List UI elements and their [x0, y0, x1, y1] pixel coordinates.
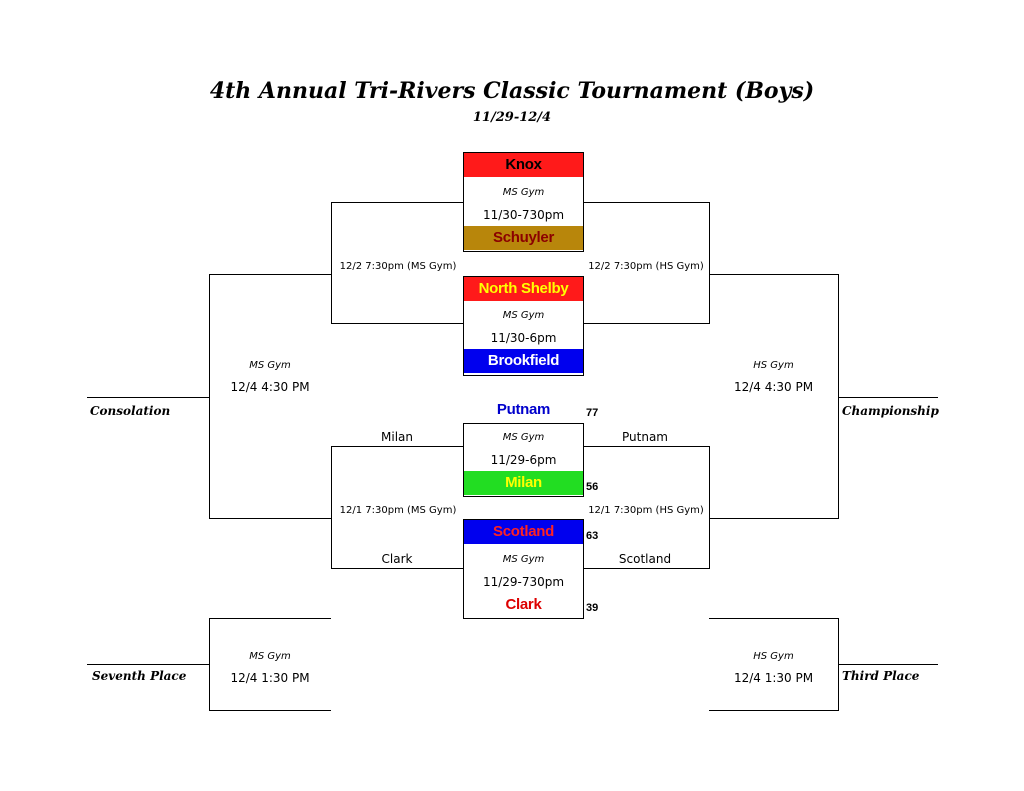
winner-label-milan: Milan	[381, 430, 413, 444]
game-3-time: 11/29-6pm	[490, 453, 557, 467]
game-4-venue: MS Gym	[502, 554, 545, 565]
game-2-time: 11/30-6pm	[490, 331, 557, 345]
championship-venue: HS Gym	[753, 360, 794, 371]
score-scotland: 63	[586, 530, 599, 542]
team-clark: Clark	[505, 596, 542, 613]
bracket-line	[331, 446, 464, 447]
bracket-line	[209, 710, 331, 711]
winner-label-putnam: Putnam	[622, 430, 668, 444]
team-scotland: Scotland	[464, 520, 583, 544]
bracket-line	[709, 446, 710, 569]
game-1-time: 11/30-730pm	[482, 208, 565, 222]
bracket-line	[209, 274, 331, 275]
bracket-line	[582, 202, 709, 203]
bracket-line	[709, 518, 838, 519]
semifinal-lower-left-time: 12/1 7:30pm (MS Gym)	[339, 505, 457, 516]
team-schuyler: Schuyler	[464, 226, 583, 250]
winner-label-scotland: Scotland	[618, 552, 672, 566]
bracket-line	[331, 323, 464, 324]
bracket-line	[209, 618, 210, 711]
team-putnam: Putnam	[496, 401, 551, 418]
bracket-line	[838, 397, 938, 398]
game-3-venue: MS Gym	[502, 432, 545, 443]
bracket-line	[331, 446, 332, 569]
bracket-line	[331, 202, 332, 324]
bracket-line	[331, 202, 464, 203]
third-place-venue: HS Gym	[753, 651, 794, 662]
bracket-line	[209, 274, 210, 519]
bracket-line	[209, 618, 331, 619]
bracket-line	[87, 664, 209, 665]
team-north-shelby: North Shelby	[464, 277, 583, 301]
bracket-line	[709, 710, 838, 711]
score-milan: 56	[586, 481, 599, 493]
game-1-venue: MS Gym	[502, 187, 545, 198]
consolation-time: 12/4 4:30 PM	[230, 380, 310, 394]
game-2-venue: MS Gym	[502, 310, 545, 321]
bracket-line	[582, 323, 709, 324]
game-4-time: 11/29-730pm	[482, 575, 565, 589]
third-place-label: Third Place	[842, 669, 920, 683]
championship-time: 12/4 4:30 PM	[733, 380, 814, 394]
bracket-line	[209, 518, 331, 519]
bracket-line	[331, 568, 464, 569]
bracket-line	[582, 568, 709, 569]
team-milan: Milan	[464, 471, 583, 495]
score-clark: 39	[586, 602, 599, 614]
seventh-place-label: Seventh Place	[92, 669, 187, 683]
bracket-line	[838, 664, 938, 665]
bracket-line	[709, 618, 838, 619]
bracket-line	[582, 446, 709, 447]
bracket-line	[709, 202, 710, 324]
seventh-place-venue: MS Gym	[249, 651, 291, 662]
semifinal-upper-left-time: 12/2 7:30pm (MS Gym)	[339, 261, 457, 272]
championship-label: Championship	[842, 404, 939, 418]
score-putnam: 77	[586, 407, 599, 419]
seventh-place-time: 12/4 1:30 PM	[230, 671, 310, 685]
page-title: 4th Annual Tri-Rivers Classic Tournament…	[209, 78, 815, 104]
consolation-label: Consolation	[90, 404, 171, 418]
bracket-line	[709, 274, 838, 275]
team-knox: Knox	[464, 153, 583, 177]
tournament-dates: 11/29-12/4	[472, 110, 552, 125]
winner-label-clark: Clark	[381, 552, 413, 566]
team-brookfield: Brookfield	[464, 349, 583, 373]
consolation-venue: MS Gym	[249, 360, 291, 371]
bracket-line	[838, 274, 839, 519]
semifinal-lower-right-time: 12/1 7:30pm (HS Gym)	[588, 505, 704, 516]
bracket-line	[87, 397, 209, 398]
third-place-time: 12/4 1:30 PM	[733, 671, 814, 685]
semifinal-upper-right-time: 12/2 7:30pm (HS Gym)	[588, 261, 704, 272]
